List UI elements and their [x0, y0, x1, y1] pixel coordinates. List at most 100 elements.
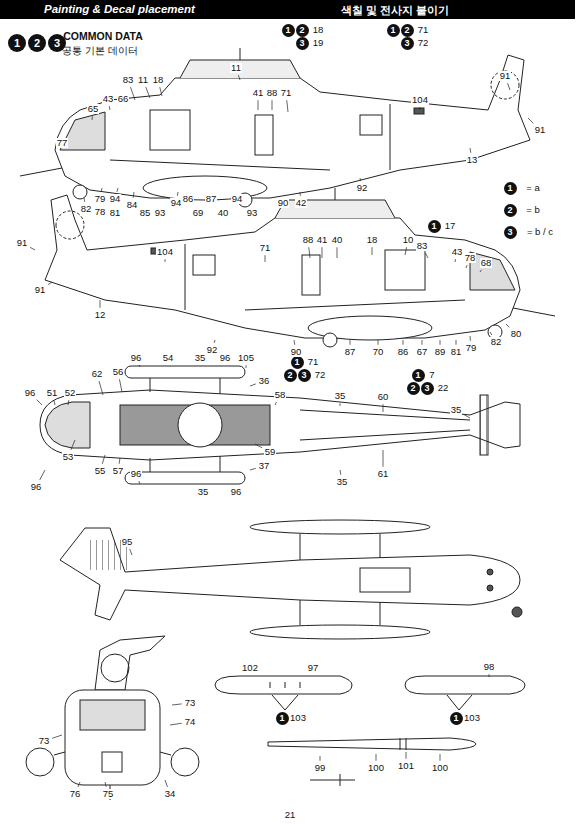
callout-number: 88 — [302, 235, 315, 245]
callout-number: 61 — [377, 469, 390, 479]
leader-line — [378, 340, 379, 345]
leader-line — [71, 440, 75, 450]
leader-line — [101, 188, 103, 192]
leader-line — [133, 192, 135, 198]
callout-number: 93 — [154, 208, 167, 218]
variant-badge: 3 — [504, 226, 517, 239]
callout-number: 77 — [56, 138, 69, 148]
callout-number: 35 — [197, 487, 210, 497]
leader-line — [506, 324, 509, 327]
heading-text: 색칠 및 전사지 붙이기 — [340, 4, 450, 16]
variant-number: 1 — [294, 358, 299, 367]
leader-line — [265, 255, 266, 262]
callout-number: 42 — [295, 198, 308, 208]
callout-number: 94 — [109, 194, 122, 204]
callout-number: 97 — [307, 663, 320, 673]
leader-line — [165, 259, 166, 262]
leader-line — [508, 83, 510, 90]
callout-number: 10 — [402, 235, 415, 245]
callout-number: 92 — [206, 345, 219, 355]
callout-number: 18 — [312, 25, 325, 35]
variant-number: 2 — [287, 371, 292, 380]
variant-number: 1 — [279, 714, 284, 723]
callout-number: 71 — [417, 25, 430, 35]
callout-number: 18 — [152, 75, 165, 85]
leader-line — [360, 178, 362, 181]
variant-badge: 2 — [28, 34, 46, 52]
leader-line — [322, 247, 323, 258]
variant-number: 1 — [415, 371, 420, 380]
variant-badge: 1 — [412, 369, 425, 382]
variant-badge: 3 — [296, 37, 309, 50]
leader-line — [40, 470, 45, 480]
leader-line — [294, 340, 296, 345]
callout-number: 40 — [331, 235, 344, 245]
callout-number: 96 — [24, 388, 37, 398]
callout-number: 90 — [290, 347, 303, 357]
callout-number: 37 — [258, 461, 271, 471]
leader-line — [440, 340, 441, 345]
variant-number: 3 — [299, 39, 304, 48]
callout-number: 54 — [162, 353, 175, 363]
callout-number: 78 — [94, 207, 107, 217]
callout-number: 91 — [34, 285, 47, 295]
leader-line — [455, 259, 457, 262]
leader-line — [456, 340, 457, 345]
leader-line — [177, 192, 179, 196]
callout-number: 36 — [258, 376, 271, 386]
callout-number: 41 — [252, 88, 265, 98]
leader-line — [350, 340, 351, 345]
leader-line — [52, 735, 62, 738]
variant-number: 3 — [424, 384, 429, 393]
callout-number: 17 — [444, 221, 457, 231]
leader-line — [172, 704, 182, 705]
callout-number: 43 — [451, 247, 464, 257]
callout-number: 91 — [534, 125, 547, 135]
callout-number: 21 — [284, 810, 297, 820]
leader-line — [464, 415, 470, 418]
callout-number: 11 — [137, 75, 149, 85]
leader-line — [287, 100, 288, 112]
callout-number: 87 — [205, 194, 218, 204]
leader-line — [100, 300, 101, 308]
leader-line — [489, 674, 490, 677]
leader-line — [214, 340, 216, 343]
callout-number: 101 — [397, 761, 415, 771]
leader-line — [105, 782, 106, 787]
callout-number: 89 — [434, 347, 447, 357]
variant-badge: 1 — [504, 182, 517, 195]
callout-number: 56 — [112, 367, 125, 377]
callout-number: 62 — [91, 369, 104, 379]
callout-number: 72 — [314, 370, 327, 380]
callout-number: 100 — [367, 763, 385, 773]
leader-line — [406, 752, 407, 759]
callout-number: 88 — [266, 88, 279, 98]
callout-number: 72 — [417, 38, 430, 48]
callout-number: 58 — [274, 390, 287, 400]
callout-number: 82 — [80, 204, 93, 214]
callout-number: 82 — [490, 337, 503, 347]
callout-number: 71 — [307, 357, 320, 367]
callout-number: 81 — [109, 208, 122, 218]
callout-number: 71 — [259, 243, 272, 253]
variant-number: 1 — [507, 184, 512, 193]
leader-line — [119, 379, 122, 392]
leader-line — [272, 100, 273, 110]
callout-number: 90 — [277, 198, 290, 208]
leader-line — [99, 381, 103, 395]
leader-line — [320, 756, 321, 761]
leader-line — [250, 468, 256, 470]
callout-number: 35 — [450, 405, 463, 415]
leader-line — [372, 247, 373, 255]
callout-number: 91 — [499, 71, 512, 81]
leader-line — [30, 247, 35, 250]
variant-number: 1 — [390, 26, 395, 35]
leader-line — [68, 400, 70, 405]
callout-number: 40 — [217, 208, 230, 218]
leader-line — [54, 400, 55, 405]
variant-number: 3 — [404, 39, 409, 48]
leader-line — [170, 723, 182, 725]
callout-number: 35 — [336, 477, 349, 487]
callout-number: 96 — [130, 469, 143, 479]
